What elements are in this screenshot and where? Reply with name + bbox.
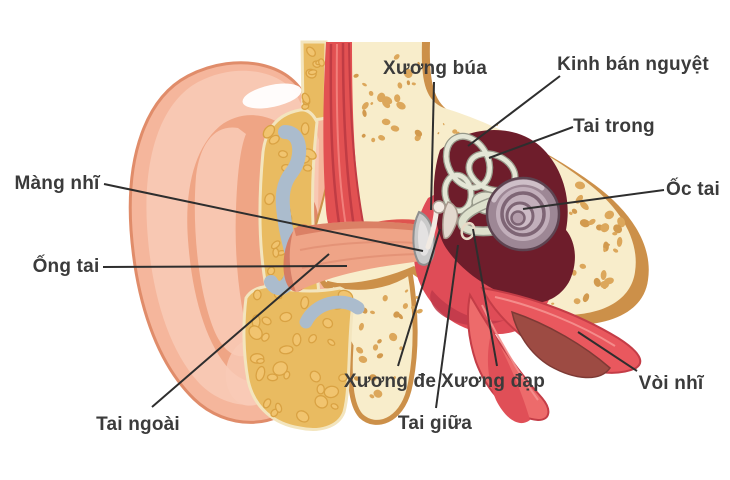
cochlea xyxy=(485,176,561,252)
label-inner-ear: Tai trong xyxy=(573,116,655,137)
spongy-bone-texture xyxy=(353,54,423,143)
pinna-highlight xyxy=(242,83,302,109)
leader-middle-ear xyxy=(435,244,459,409)
label-stapes: Xương đạp xyxy=(440,371,546,392)
label-semicircular-canals: Kinh bán nguyệt xyxy=(557,54,709,75)
label-incus: Xương đe xyxy=(343,371,437,392)
leader-ear-canal xyxy=(102,265,348,268)
label-malleus: Xương búa xyxy=(382,58,488,79)
eustachian-muscles xyxy=(467,286,642,424)
skin-fat-column xyxy=(242,40,376,431)
cartilage-lower xyxy=(299,295,365,329)
leader-stapes xyxy=(472,228,498,367)
label-cochlea: Ốc tai xyxy=(666,179,720,200)
leader-outer-ear xyxy=(151,253,330,408)
label-middle-ear: Tai giữa xyxy=(397,413,473,434)
leader-eustachian-tube xyxy=(577,331,638,372)
leader-semicircular-canals xyxy=(467,75,561,147)
leader-malleus xyxy=(430,81,435,211)
leader-cochlea xyxy=(522,189,665,210)
leader-inner-ear xyxy=(488,126,574,159)
label-outer-ear: Tai ngoài xyxy=(96,414,180,435)
inner-ear-cavity xyxy=(433,129,575,304)
leader-eardrum xyxy=(103,183,424,252)
label-eustachian-tube: Vòi nhĩ xyxy=(638,373,704,394)
leader-lines xyxy=(102,75,665,409)
fat-tissue xyxy=(301,46,325,110)
leader-incus xyxy=(397,228,441,367)
eustachian-tube xyxy=(511,310,612,379)
label-ear-canal: Ống tai xyxy=(32,256,100,277)
incus-bone xyxy=(442,201,459,240)
label-eardrum: Màng nhĩ xyxy=(14,173,100,194)
